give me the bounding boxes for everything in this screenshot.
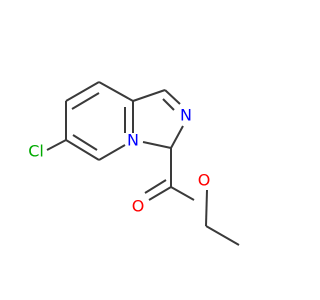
bond-oester-ch2 xyxy=(205,189,208,227)
atom-label-o-carbonyl: O xyxy=(132,197,145,216)
bond-c6-cl xyxy=(46,139,67,151)
bond-c1-n2-inner xyxy=(162,98,175,111)
atom-label-o-ester: O xyxy=(198,171,211,190)
atom-label-n-imine: N xyxy=(180,106,192,125)
bond-ch2-ch3 xyxy=(205,225,240,246)
ester-group xyxy=(144,148,240,246)
pyridine-ring xyxy=(65,81,134,161)
bond-c7-c6 xyxy=(65,139,100,161)
bond-ccarb-ocarb xyxy=(148,186,172,201)
bond-c1-n2 xyxy=(164,89,181,105)
bond-c5-c4 xyxy=(65,81,100,102)
bond-n4-c7 xyxy=(98,144,126,161)
bond-c7-c6-inner xyxy=(72,134,98,151)
bond-ccarb-ocarb-inner xyxy=(144,179,167,194)
bond-c4-c3a xyxy=(98,81,134,102)
bond-n2-c3 xyxy=(170,125,184,149)
bond-c5-c4-inner xyxy=(71,92,100,110)
atom-label-n-bridge: N xyxy=(127,131,139,150)
bond-ccarb-oester xyxy=(170,186,195,201)
molecule-structure-diagram: Cl N N O O xyxy=(28,81,240,246)
imidazole-ring xyxy=(132,89,184,149)
bond-c3-n4 xyxy=(142,141,172,149)
atom-label-cl: Cl xyxy=(28,142,44,161)
bond-c3a-c1 xyxy=(132,89,166,102)
